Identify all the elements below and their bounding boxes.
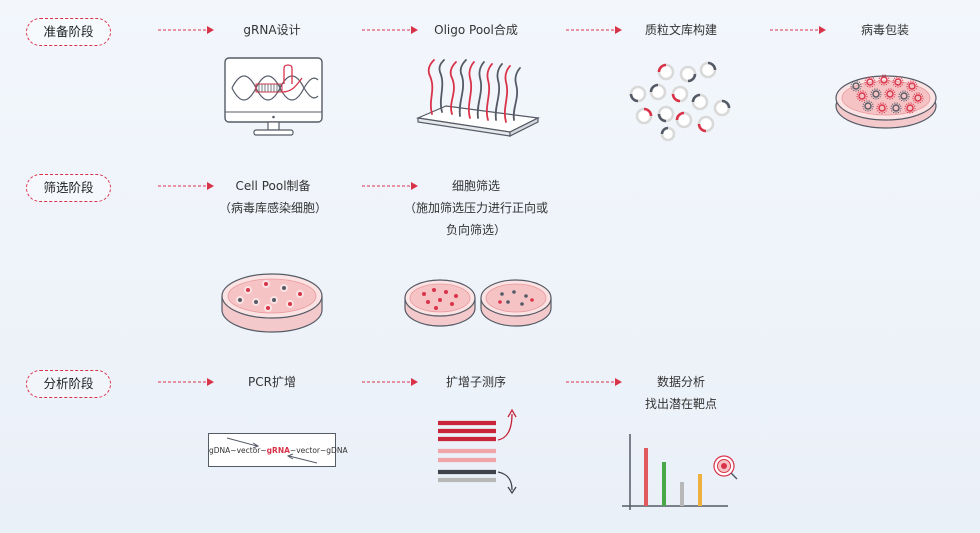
magnifier-target-icon — [713, 455, 738, 480]
step-dataanalysis-subtitle: 找出潜在靶点 — [644, 397, 717, 411]
step-dataanalysis-label: 数据分析 找出潜在靶点 — [626, 371, 736, 415]
arrow-right-icon — [158, 182, 214, 190]
analysis-chart-icon — [622, 434, 738, 510]
chart-bar-gray — [680, 482, 684, 506]
construct-separator: ~ — [260, 446, 267, 455]
step-screening-subtitle-1: （施加筛选压力进行正向或 — [403, 201, 548, 215]
chart-bar-red — [644, 448, 648, 506]
step-dataanalysis-title: 数据分析 — [656, 375, 705, 389]
step-screening-title: 细胞筛选 — [451, 179, 500, 193]
arrow-right-icon — [158, 26, 214, 34]
step-pcr-label: PCR扩增 — [248, 375, 296, 389]
chart-bar-orange — [698, 474, 702, 506]
oligo-plate-icon — [415, 59, 541, 137]
primer-arrows-icon — [226, 437, 318, 464]
construct-gdna-right: gDNA — [326, 446, 348, 455]
stage-prepare: 准备阶段 — [26, 18, 111, 46]
construct-separator: ~ — [289, 446, 297, 455]
step-screening-subtitle-2: 负向筛选） — [445, 223, 506, 237]
step-oligo-label: Oligo Pool合成 — [434, 23, 518, 37]
sequencing-reads-icon — [438, 408, 517, 495]
construct-vector-right: vector — [296, 446, 320, 455]
virus-dish-icon — [835, 74, 937, 129]
chart-bar-green — [662, 462, 666, 506]
construct-vector-left: vector — [236, 446, 261, 455]
arrow-right-icon — [566, 378, 622, 386]
stage-screen: 筛选阶段 — [26, 174, 111, 202]
arrow-right-icon — [362, 182, 418, 190]
step-cellpool-subtitle: （病毒库感染细胞） — [218, 201, 327, 215]
plasmid-library-icon — [629, 61, 731, 142]
construct-separator: ~ — [230, 446, 237, 455]
pcr-construct-text: gDNA~vector~gRNA~vector~gDNA — [209, 444, 348, 458]
step-grna-label: gRNA设计 — [243, 23, 301, 37]
arrow-right-icon — [158, 378, 214, 386]
step-virus-label: 病毒包装 — [860, 23, 909, 37]
cell-pool-dish-icon — [221, 273, 323, 333]
construct-separator: ~ — [320, 446, 327, 455]
screening-dishes-icon — [404, 279, 552, 327]
arrow-right-icon — [566, 26, 622, 34]
step-cellpool-label: Cell Pool制备 （病毒库感染细胞） — [212, 175, 334, 219]
pcr-construct-box: gDNA~vector~gRNA~vector~gDNA — [208, 433, 348, 467]
step-screening-label: 细胞筛选 （施加筛选压力进行正向或 负向筛选） — [400, 175, 552, 241]
construct-grna: gRNA — [266, 446, 290, 455]
monitor-dna-icon — [224, 57, 323, 136]
step-plasmid-label: 质粒文库构建 — [644, 23, 717, 37]
arrow-right-icon — [362, 378, 418, 386]
stage-analyze: 分析阶段 — [26, 370, 111, 398]
step-cellpool-title: Cell Pool制备 — [235, 179, 311, 193]
arrow-right-icon — [362, 26, 418, 34]
construct-gdna-left: gDNA — [209, 446, 231, 455]
step-sequencing-label: 扩增子测序 — [445, 375, 506, 389]
arrow-right-icon — [770, 26, 826, 34]
